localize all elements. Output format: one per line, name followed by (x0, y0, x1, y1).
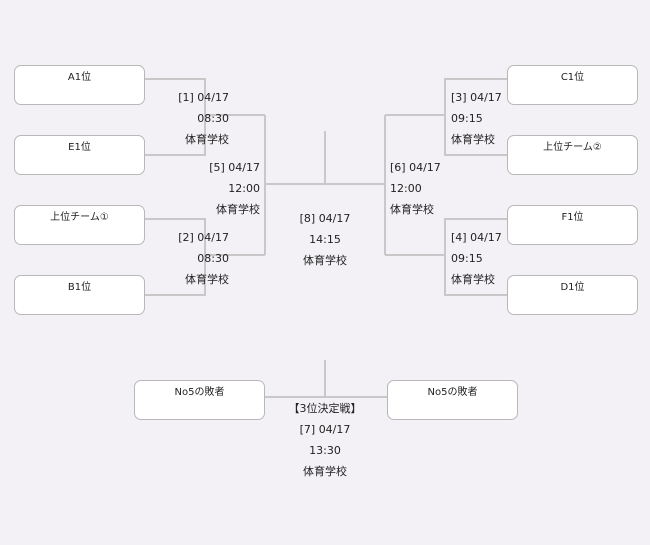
match-number: [6] 04/17 (390, 161, 441, 174)
match-venue: 体育学校 (451, 273, 495, 286)
team-name: C1位 (560, 72, 585, 83)
team-name: F1位 (561, 212, 584, 223)
match-number: [8] 04/17 (299, 212, 351, 225)
team-slot-loser-right: No5の敗者 (387, 380, 518, 420)
team-name: D1位 (560, 282, 585, 293)
match-info-4: [4] 04/17 09:15 体育学校 (451, 227, 511, 290)
match-number: [1] 04/17 (178, 91, 229, 104)
match-info-3rd-place: 【3位決定戦】 [7] 04/17 13:30 体育学校 (265, 398, 385, 482)
match-number: [5] 04/17 (209, 161, 260, 174)
match-info-5: [5] 04/17 12:00 体育学校 (190, 157, 260, 220)
team-name: 上位チーム① (50, 212, 109, 223)
team-slot-e1: E1位 (14, 135, 145, 175)
match-info-3: [3] 04/17 09:15 体育学校 (451, 87, 511, 150)
match-time: 08:30 (197, 252, 229, 265)
team-slot-b1: B1位 (14, 275, 145, 315)
match-number: [3] 04/17 (451, 91, 502, 104)
team-name: A1位 (67, 72, 92, 83)
match-time: 12:00 (390, 182, 422, 195)
match-label: 【3位決定戦】 (288, 402, 362, 415)
match-venue: 体育学校 (303, 254, 347, 267)
match-number: [7] 04/17 (299, 423, 351, 436)
team-slot-f1: F1位 (507, 205, 638, 245)
match-number: [4] 04/17 (451, 231, 502, 244)
team-slot-loser-left: No5の敗者 (134, 380, 265, 420)
match-info-1: [1] 04/17 08:30 体育学校 (130, 87, 229, 150)
match-venue: 体育学校 (303, 465, 347, 478)
team-slot-a1: A1位 (14, 65, 145, 105)
match-time: 08:30 (197, 112, 229, 125)
team-name: No5の敗者 (427, 387, 478, 398)
match-info-final: [8] 04/17 14:15 体育学校 (275, 208, 375, 271)
match-venue: 体育学校 (451, 133, 495, 146)
team-name: E1位 (68, 142, 91, 153)
match-time: 14:15 (309, 233, 341, 246)
match-venue: 体育学校 (216, 203, 260, 216)
match-time: 13:30 (309, 444, 341, 457)
match-info-6: [6] 04/17 12:00 体育学校 (390, 157, 450, 220)
team-slot-top2: 上位チーム② (507, 135, 638, 175)
match-time: 12:00 (228, 182, 260, 195)
match-info-2: [2] 04/17 08:30 体育学校 (130, 227, 229, 290)
match-venue: 体育学校 (390, 203, 434, 216)
team-name: B1位 (67, 282, 92, 293)
match-number: [2] 04/17 (178, 231, 229, 244)
team-slot-d1: D1位 (507, 275, 638, 315)
team-name: 上位チーム② (543, 142, 602, 153)
match-time: 09:15 (451, 112, 483, 125)
match-venue: 体育学校 (185, 133, 229, 146)
team-slot-top1: 上位チーム① (14, 205, 145, 245)
match-time: 09:15 (451, 252, 483, 265)
team-slot-c1: C1位 (507, 65, 638, 105)
team-name: No5の敗者 (174, 387, 225, 398)
match-venue: 体育学校 (185, 273, 229, 286)
